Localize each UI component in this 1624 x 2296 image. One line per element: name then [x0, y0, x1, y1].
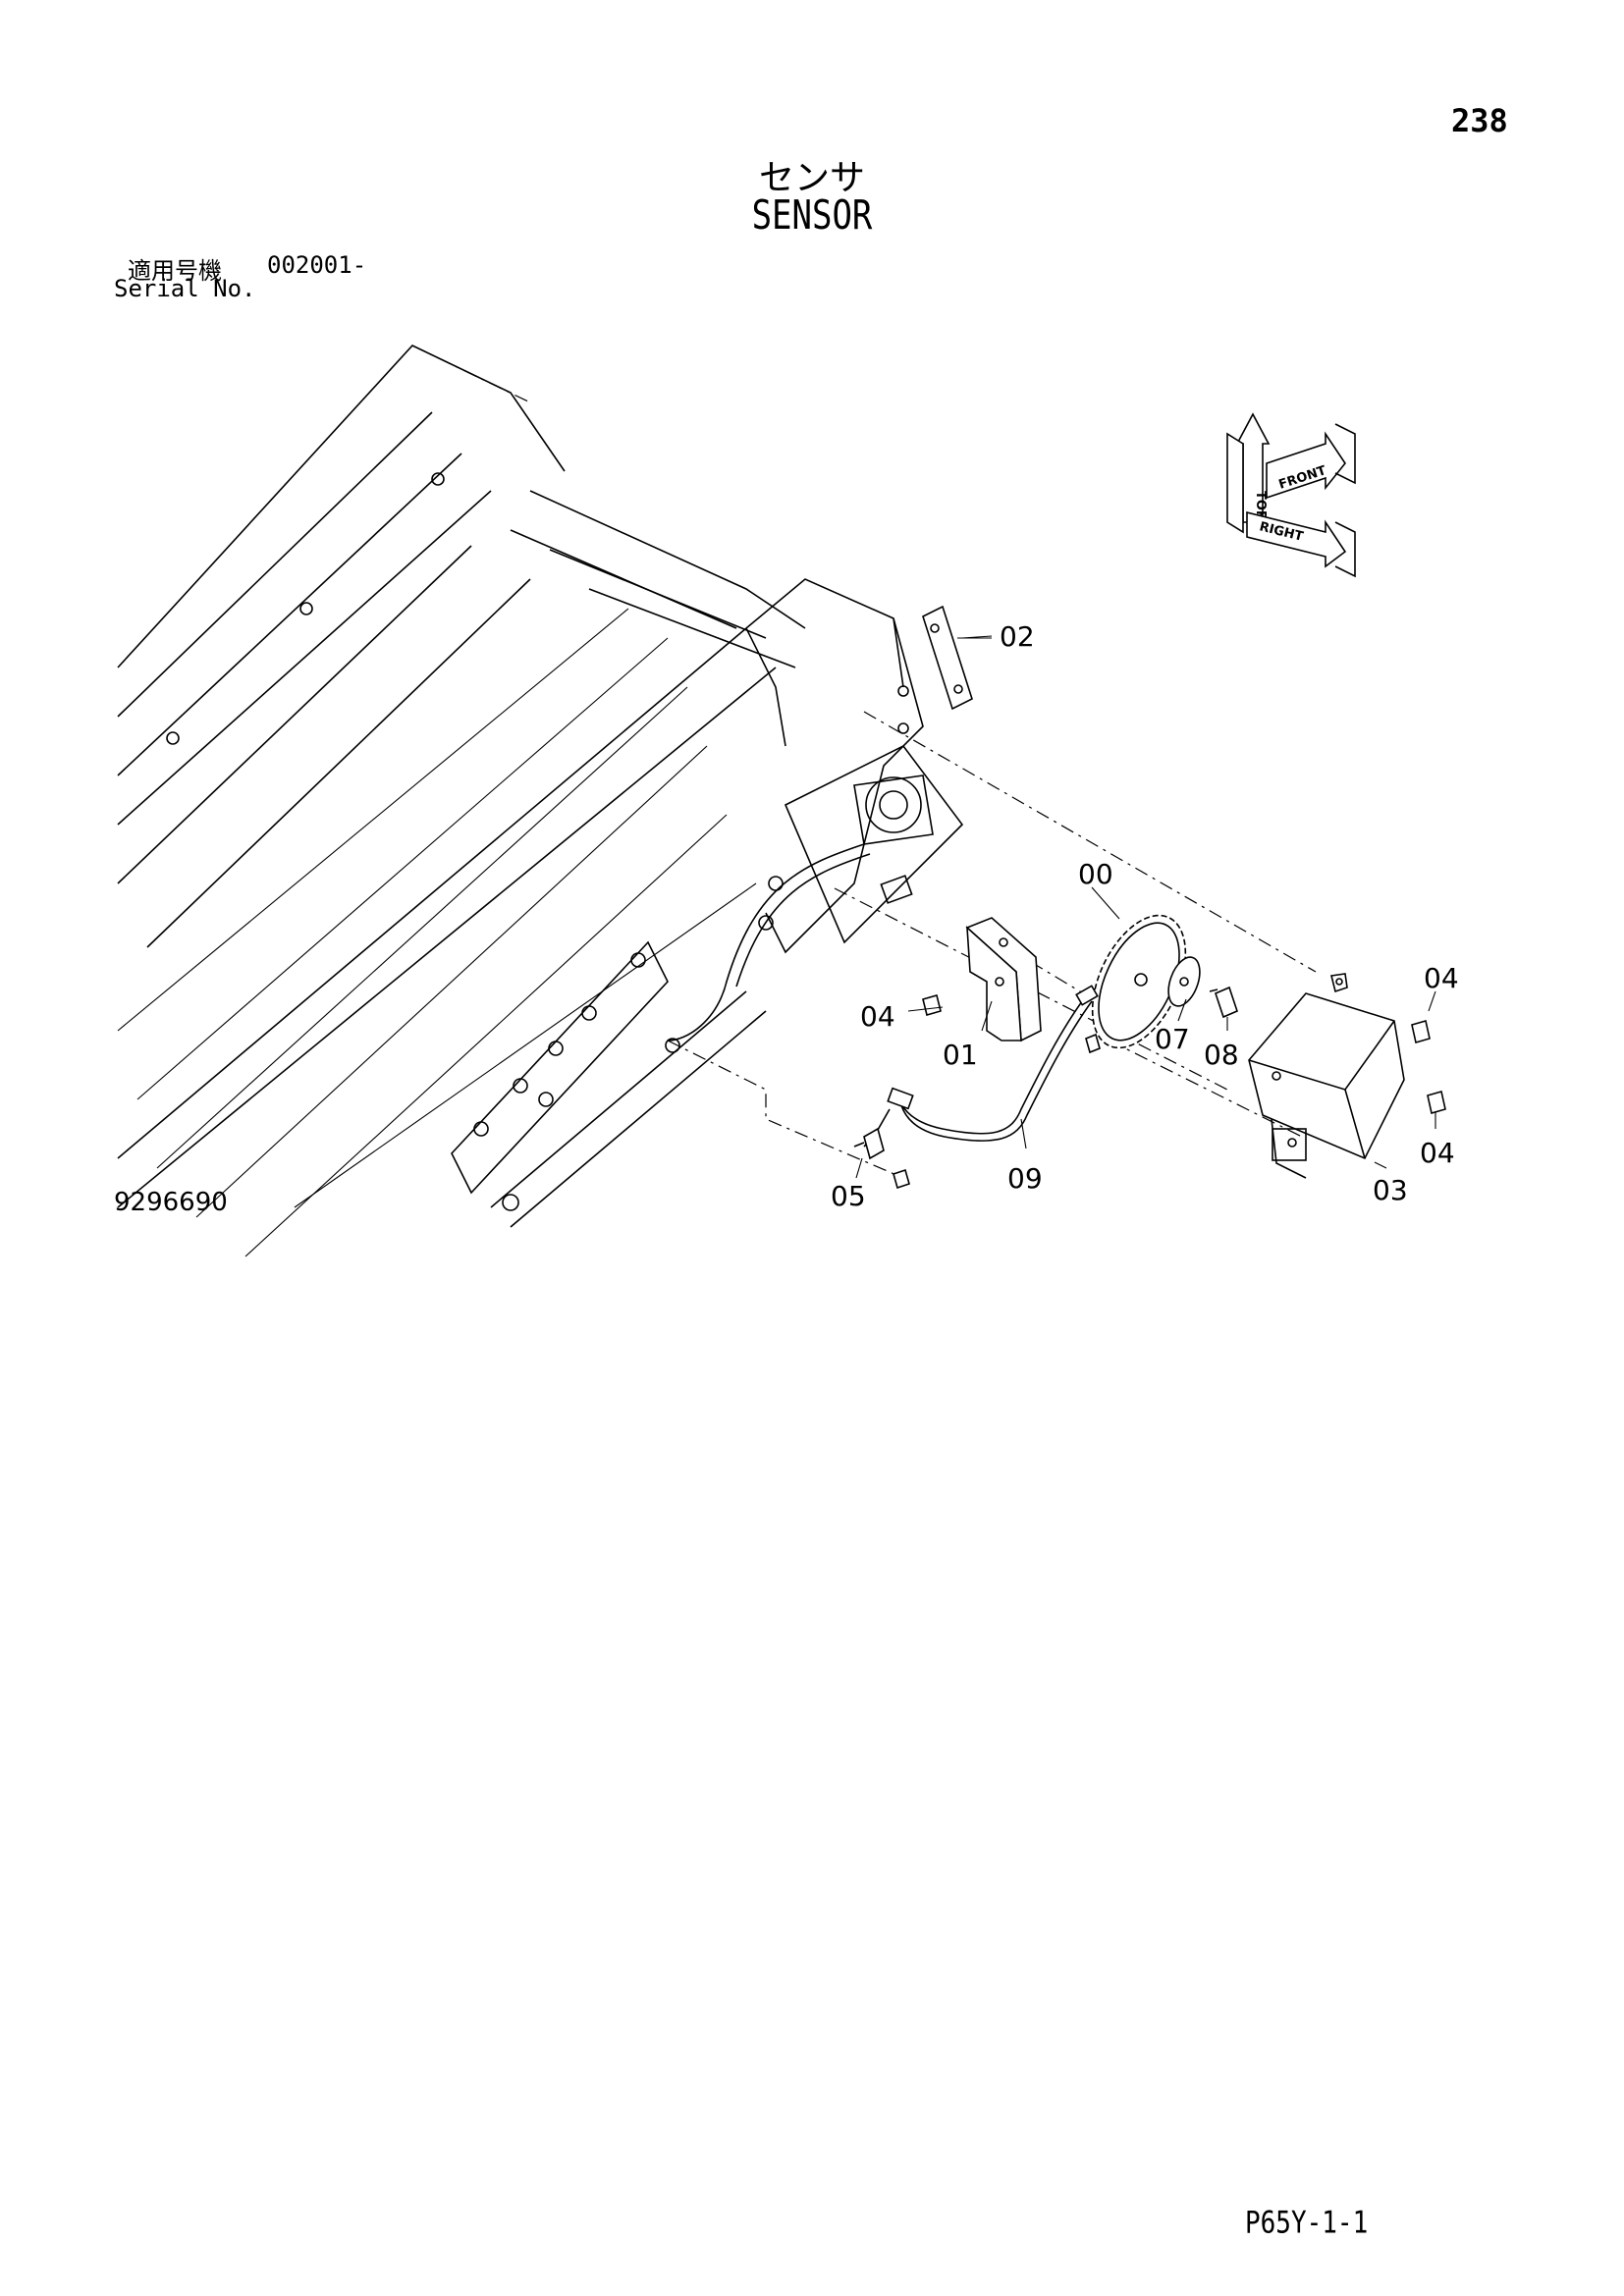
orientation-indicator: TOP FRONT RIGHT	[1226, 412, 1356, 578]
callout-04-lower-right: 04	[1420, 1137, 1455, 1169]
part-09-harness	[863, 985, 1099, 1148]
callout-05: 05	[831, 1180, 866, 1212]
page-code: P65Y-1-1	[1245, 2206, 1369, 2241]
callout-04-upper-right: 04	[1424, 962, 1459, 994]
leader-lines	[855, 635, 1436, 1179]
serial-label-japanese: 適用号機	[128, 257, 222, 285]
serial-label-english: Serial No.	[114, 275, 256, 302]
part-04-bolts	[893, 994, 1446, 1190]
part-05-clamp	[853, 1127, 885, 1160]
part-07-washer	[1167, 956, 1201, 1007]
callout-04-left: 04	[860, 1000, 895, 1033]
page-title-english: SENSOR	[751, 192, 873, 240]
callout-09: 09	[1007, 1162, 1043, 1195]
orientation-label-top: TOP	[1253, 491, 1268, 519]
callout-00: 00	[1078, 858, 1113, 890]
page-title-japanese: センサ	[758, 158, 865, 198]
part-01-bracket	[965, 917, 1042, 1042]
conveyor-frame	[117, 345, 964, 1257]
figure-number: 9296690	[114, 1188, 228, 1217]
callout-07: 07	[1155, 1023, 1190, 1055]
callout-08: 08	[1204, 1039, 1239, 1071]
callout-01: 01	[943, 1039, 978, 1071]
part-03-cover	[1248, 973, 1405, 1179]
part-08-bolt	[1209, 986, 1238, 1019]
part-02-plate	[922, 605, 992, 711]
page-number: 238	[1451, 102, 1508, 139]
callout-03: 03	[1373, 1174, 1408, 1206]
callout-labels: 02 00 04 01 07 08 04 04 03 09 05	[831, 620, 1459, 1212]
serial-number-range: 002001-	[267, 251, 367, 279]
callout-02: 02	[1000, 620, 1035, 653]
